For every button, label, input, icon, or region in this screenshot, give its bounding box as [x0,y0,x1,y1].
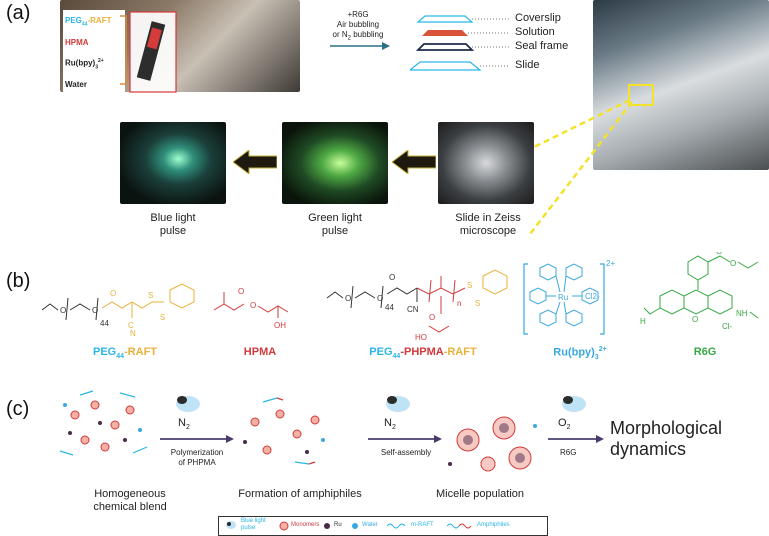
svg-text:O: O [238,287,244,296]
light-pulse-icon-2 [386,396,410,412]
legend-water-icon [352,523,358,529]
legend-mraft: m-RAFT [411,522,434,528]
slide-layer-stack [410,15,510,71]
svg-text:O: O [345,294,351,303]
ru-bpy-structure: 2+ Ru [523,259,615,335]
svg-text:O: O [716,252,722,256]
svg-text:HO: HO [415,333,427,342]
light-pulse-icon-3 [562,396,586,412]
legend-amphiphiles: Amphiphiles [477,522,510,528]
green-light-photo [282,122,388,204]
label-ru-bpy: Ru(bpy)32+ [553,346,607,361]
ru-counterion: Cl2- [585,292,600,301]
component-peg-raft: PEG44-RAFT [65,16,112,28]
stage2-caption: Formation of amphiphiles [238,488,362,500]
microscope-stage-highlight [628,84,654,106]
svg-text:C: C [128,321,134,330]
label-hpma: HPMA [243,346,277,358]
homogeneous-blend-graphic [59,390,148,456]
r6g-counterion: Cl- [722,322,733,331]
svg-text:S: S [160,313,165,322]
zoom-dashed-lines [527,98,633,235]
svg-text:O: O [60,306,66,315]
svg-text:Ru: Ru [558,293,568,302]
step-arrow-3 [548,435,604,443]
process-arrow [330,42,390,50]
blue-light-photo [120,122,226,204]
zeiss-microscope-photo [593,0,769,170]
layer-label-seal-frame: Seal frame [515,40,569,52]
outcome-label: Morphological dynamics [610,418,723,459]
legend-monomers: Monomers [291,522,320,528]
step3-label: R6G [560,448,577,457]
stage3-caption: Micelle population [435,488,525,500]
svg-text:O: O [692,315,698,324]
svg-text:S: S [467,281,472,290]
legend-monomer-icon [279,521,289,531]
light-pulse-icon-1 [176,396,200,412]
label-peg-raft: PEG44-RAFT [92,346,158,361]
legend-blue-light-icon [226,521,236,529]
svg-text:O: O [377,294,383,303]
layer-label-slide: Slide [515,59,540,71]
slide-in-microscope-photo [438,122,534,204]
layer-label-coverslip: Coverslip [515,12,561,24]
layer-label-solution: Solution [515,26,555,38]
svg-text:O: O [110,289,116,298]
arrow-to-green [392,150,436,174]
component-water: Water [65,79,87,89]
label-peg-phpma-raft: PEG44-PHPMA-RAFT [369,346,477,361]
svg-text:H: H [640,317,646,326]
step2-label: Self-assembly [380,448,432,457]
component-list: PEG44-RAFT HPMA Ru(bpy)32+ Water [63,10,125,96]
syringe-bracket-graphic [120,11,177,93]
r6g-structure: O O O H NH [640,252,759,326]
svg-text:O: O [92,306,98,315]
label-r6g: R6G [693,346,717,358]
arrow-to-blue [233,150,277,174]
peg-phpma-raft-structure: O O 44 O CN n O HO S S [326,269,508,342]
svg-text:O: O [250,301,256,310]
component-ru: Ru(bpy)32+ [65,57,104,70]
legend-ru: Ru [334,522,342,528]
stage1-caption: Homogeneous chemical blend [93,488,167,513]
svg-text:N: N [130,329,136,338]
svg-text:O: O [429,313,435,322]
svg-text:n: n [457,299,461,308]
svg-text:44: 44 [385,303,394,312]
legend-ru-icon [324,523,330,529]
svg-text:O: O [730,259,736,268]
step-arrow-2 [368,435,442,443]
svg-text:44: 44 [100,319,109,328]
svg-text:CN: CN [407,305,419,314]
panel-c-label: (c) [6,398,30,420]
step-arrow-1 [160,435,234,443]
peg-raft-structure: O O 44 O C N S S [41,283,195,338]
bubbling-conditions: +R6G Air bubbling or N2 bubbling [332,10,384,42]
legend-blue-light: Blue light pulse [241,518,266,531]
svg-text:2+: 2+ [606,259,615,268]
gas-o2: O2 [558,417,571,432]
svg-text:O: O [389,273,395,282]
hpma-structure: O O OH [213,287,289,330]
panel-b-label: (b) [6,270,31,292]
svg-text:S: S [475,299,480,308]
legend-amphiphiles-icon [447,523,472,529]
panel-a-label: (a) [6,2,31,24]
svg-text:S: S [148,291,153,300]
gas-n2-1: N2 [178,417,190,432]
component-hpma: HPMA [65,37,89,47]
legend: Blue light pulse Monomers Ru Water m-RAF… [218,516,548,536]
step1-label: Polymerization of PHPMA [170,448,224,467]
gas-n2-2: N2 [384,417,396,432]
svg-text:OH: OH [274,321,286,330]
legend-mraft-icon [387,523,406,529]
svg-text:NH: NH [736,309,748,318]
amphiphiles-graphic [243,397,325,465]
legend-water: Water [362,522,378,528]
micelle-graphic [448,416,537,472]
